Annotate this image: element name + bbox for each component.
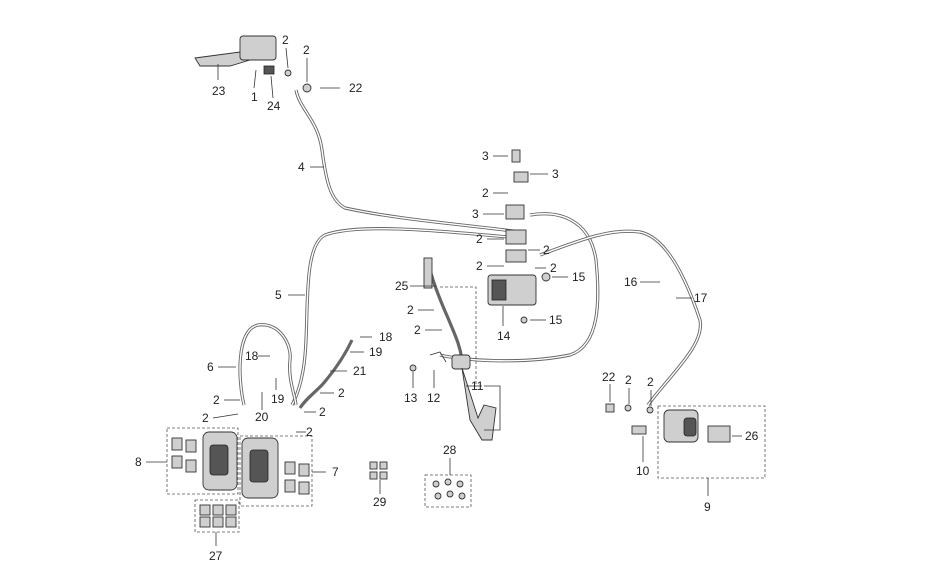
parts — [171, 35, 731, 528]
part-label-3: 3 — [552, 167, 559, 181]
rear-pads-26 — [707, 425, 731, 443]
part-label-2: 2 — [303, 43, 310, 57]
part-label-2: 2 — [476, 232, 483, 246]
part-label-23: 23 — [212, 84, 226, 98]
part-label-2: 2 — [543, 243, 550, 257]
part-label-18: 18 — [245, 349, 259, 363]
part-label-29: 29 — [373, 495, 387, 509]
seal-kit-28 — [432, 478, 466, 500]
part-label-20: 20 — [255, 410, 269, 424]
part-label-21: 21 — [353, 364, 367, 378]
part-label-14: 14 — [497, 329, 511, 343]
part-label-2: 2 — [282, 33, 289, 47]
part-label-2: 2 — [550, 261, 557, 275]
part-label-15: 15 — [572, 270, 586, 284]
brake-hose-17 — [539, 229, 703, 406]
part-label-25: 25 — [395, 279, 409, 293]
dashed-groupings — [166, 286, 766, 533]
brake-pads-7 — [284, 461, 310, 495]
brake-hose-21 — [298, 339, 354, 409]
part-label-11: 11 — [471, 379, 484, 393]
part-label-17: 17 — [694, 291, 708, 305]
part-label-3: 3 — [482, 149, 489, 163]
part-label-24: 24 — [267, 99, 281, 113]
leader-line — [253, 69, 257, 89]
part-label-28: 28 — [443, 443, 457, 457]
part-label-2: 2 — [476, 259, 483, 273]
part-label-2: 2 — [647, 375, 654, 389]
brake-hoses — [238, 89, 703, 409]
brake-lever — [194, 51, 251, 67]
leader-line — [285, 47, 289, 69]
part-label-2: 2 — [338, 386, 345, 400]
part-label-2: 2 — [414, 323, 421, 337]
part-label-1: 1 — [251, 90, 258, 104]
part-label-6: 6 — [207, 360, 214, 374]
part-label-22: 22 — [602, 370, 616, 384]
part-label-9: 9 — [704, 500, 711, 514]
part-label-19: 19 — [271, 392, 285, 406]
part-label-27: 27 — [209, 549, 223, 563]
leader-line — [270, 75, 274, 99]
brake-pads-8 — [171, 437, 197, 473]
part-label-3: 3 — [472, 207, 479, 221]
part-label-13: 13 — [404, 391, 418, 405]
reservoir-hose — [423, 257, 433, 289]
pins-29 — [369, 461, 388, 480]
part-label-16: 16 — [624, 275, 638, 289]
part-label-4: 4 — [298, 160, 305, 174]
pad-kit-27 — [199, 504, 237, 528]
part-label-18: 18 — [379, 330, 393, 344]
rear-master-cylinder-11 — [461, 367, 497, 441]
part-label-10: 10 — [636, 464, 650, 478]
master-cylinder — [239, 35, 277, 61]
part-label-22: 22 — [349, 81, 363, 95]
part-label-2: 2 — [319, 405, 326, 419]
leader-line — [212, 413, 239, 419]
part-label-2: 2 — [213, 393, 220, 407]
switch-24 — [263, 65, 275, 75]
brake-hose-rear-master — [426, 261, 464, 361]
brake-hose-6 — [238, 323, 298, 406]
part-label-7: 7 — [332, 465, 339, 479]
part-label-2: 2 — [407, 303, 414, 317]
part-label-2: 2 — [202, 411, 209, 425]
part-label-2: 2 — [306, 425, 313, 439]
part-label-2: 2 — [482, 186, 489, 200]
part-label-2: 2 — [625, 373, 632, 387]
part-label-12: 12 — [427, 391, 441, 405]
bolt-10 — [631, 425, 647, 435]
part-label-15: 15 — [549, 313, 563, 327]
part-label-26: 26 — [745, 429, 759, 443]
part-label-19: 19 — [369, 345, 383, 359]
part-label-5: 5 — [275, 288, 282, 302]
part-label-8: 8 — [135, 455, 142, 469]
